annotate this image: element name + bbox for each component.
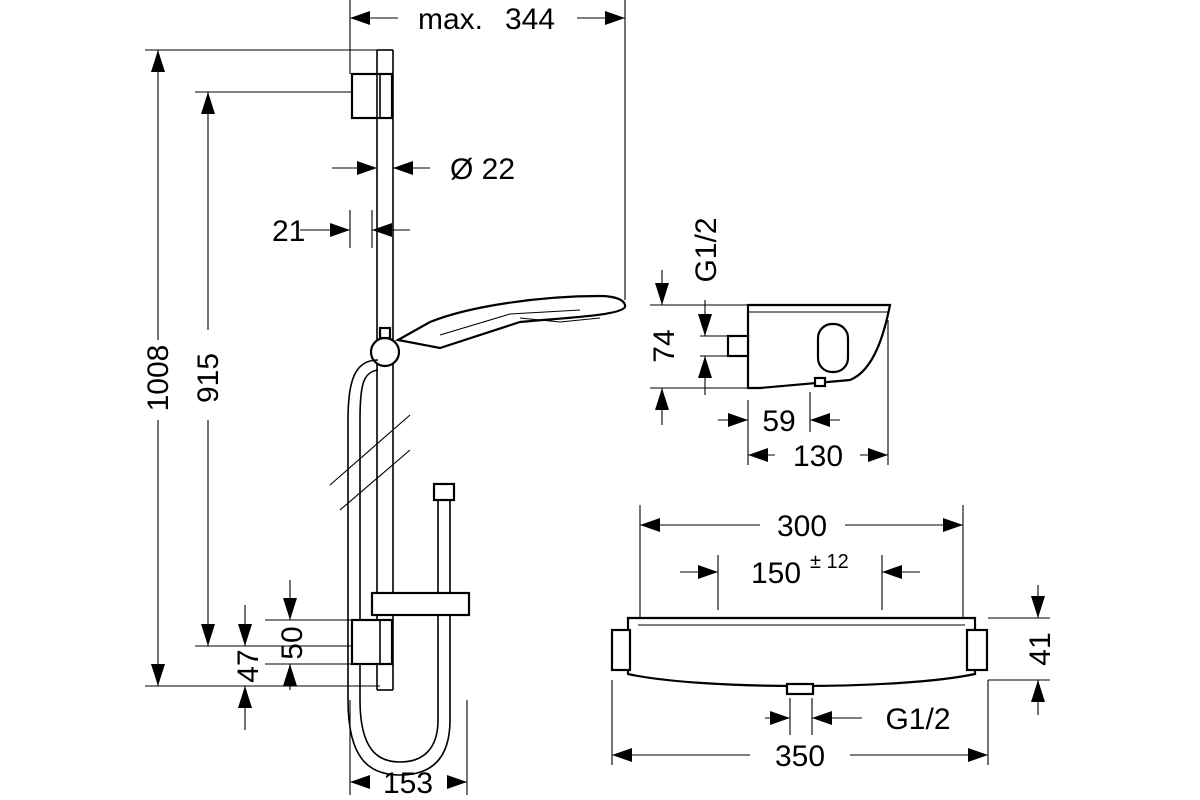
overall-height-label: 1008 (142, 345, 175, 412)
wall-gap-label: 21 (272, 215, 305, 248)
lower-wall-bracket (350, 618, 394, 666)
max-reach-prefix: max. (418, 3, 483, 36)
holder-span-label: 915 (192, 353, 225, 403)
bar-diameter-label: Ø 22 (450, 153, 515, 186)
thermostat-height-label: 41 (1024, 632, 1057, 665)
right-cap (965, 628, 989, 672)
connection-spacing-label: 150 (751, 557, 801, 590)
hose-width-label: 153 (383, 767, 433, 800)
thermostat-side-view (650, 303, 892, 465)
side-knob (816, 322, 850, 374)
shower-rail-view (145, 0, 627, 795)
dimension-labels: max. 344 Ø 22 21 1008 915 50 47 153 G1/2… (142, 3, 1057, 800)
slider-knob (369, 336, 401, 368)
outlet-offset-label: 59 (762, 405, 795, 438)
bottom-offset-50-label: 50 (276, 626, 309, 659)
left-cap (610, 628, 632, 672)
upper-wall-bracket (350, 72, 394, 120)
shelf-width-label: 300 (777, 510, 827, 543)
outlet-bottom (785, 682, 815, 696)
soap-shelf (370, 591, 471, 617)
thread-bottom-label: G1/2 (885, 703, 950, 736)
thread-side-label: G1/2 (690, 217, 723, 282)
hand-shower (394, 294, 627, 350)
thermostat-front-view (610, 505, 1050, 765)
shower-hose (347, 359, 451, 776)
thermostat-depth-front-label: 74 (648, 329, 681, 362)
hose-connector (432, 482, 456, 502)
overall-width-label: 350 (775, 740, 825, 773)
thermostat-front-body (626, 616, 977, 688)
thermostat-depth-label: 130 (793, 440, 843, 473)
side-inlet (726, 334, 750, 358)
connection-tolerance-label: ± 12 (810, 551, 849, 573)
bottom-offset-47-label: 47 (232, 649, 265, 682)
dimension-lines (151, 11, 1045, 789)
max-reach-label: 344 (505, 3, 555, 36)
